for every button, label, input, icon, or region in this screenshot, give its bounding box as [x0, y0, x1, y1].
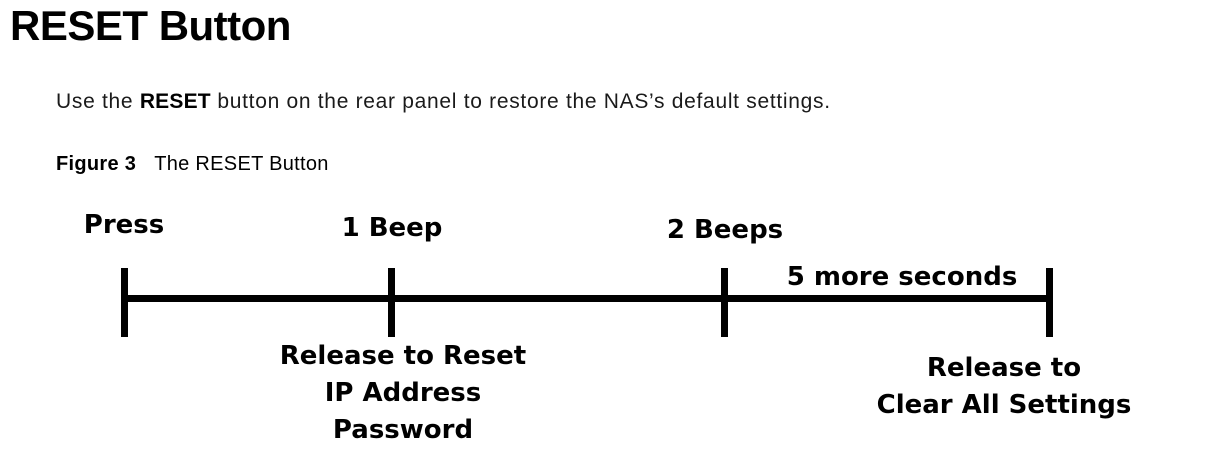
milestone-label-press: Press: [83, 210, 165, 240]
intro-paragraph: Use the RESET button on the rear panel t…: [56, 90, 831, 114]
annotation-line: Password: [332, 415, 474, 445]
timeline-tick-2-beeps: [721, 268, 728, 337]
intro-text-post: button on the rear panel to restore the …: [210, 90, 831, 113]
annotation-line: Release to: [926, 353, 1082, 383]
annotation-release-to-reset: Release to Reset IP Address Password: [280, 338, 526, 449]
intro-text-pre: Use the: [56, 90, 140, 113]
annotation-release-to-clear-all: Release to Clear All Settings: [877, 350, 1132, 424]
intro-reset-keyword: RESET: [139, 90, 211, 113]
timeline-line: [121, 295, 1053, 302]
figure-label: Figure 3: [56, 153, 137, 175]
figure-caption: Figure 3 The RESET Button: [56, 153, 329, 176]
annotation-line: IP Address: [324, 378, 482, 408]
page-title: RESET Button: [10, 2, 291, 49]
figure-caption-text: The RESET Button: [154, 153, 329, 175]
milestone-label-1-beep: 1 Beep: [341, 213, 443, 243]
annotation-line: Release to Reset: [279, 341, 527, 371]
timeline-tick-end: [1046, 268, 1053, 337]
timeline-tick-1-beep: [388, 268, 395, 337]
timeline-tick-press: [121, 268, 128, 337]
interval-label-5-more-seconds: 5 more seconds: [786, 262, 1018, 292]
milestone-label-2-beeps: 2 Beeps: [666, 215, 784, 245]
annotation-line: Clear All Settings: [876, 390, 1132, 420]
